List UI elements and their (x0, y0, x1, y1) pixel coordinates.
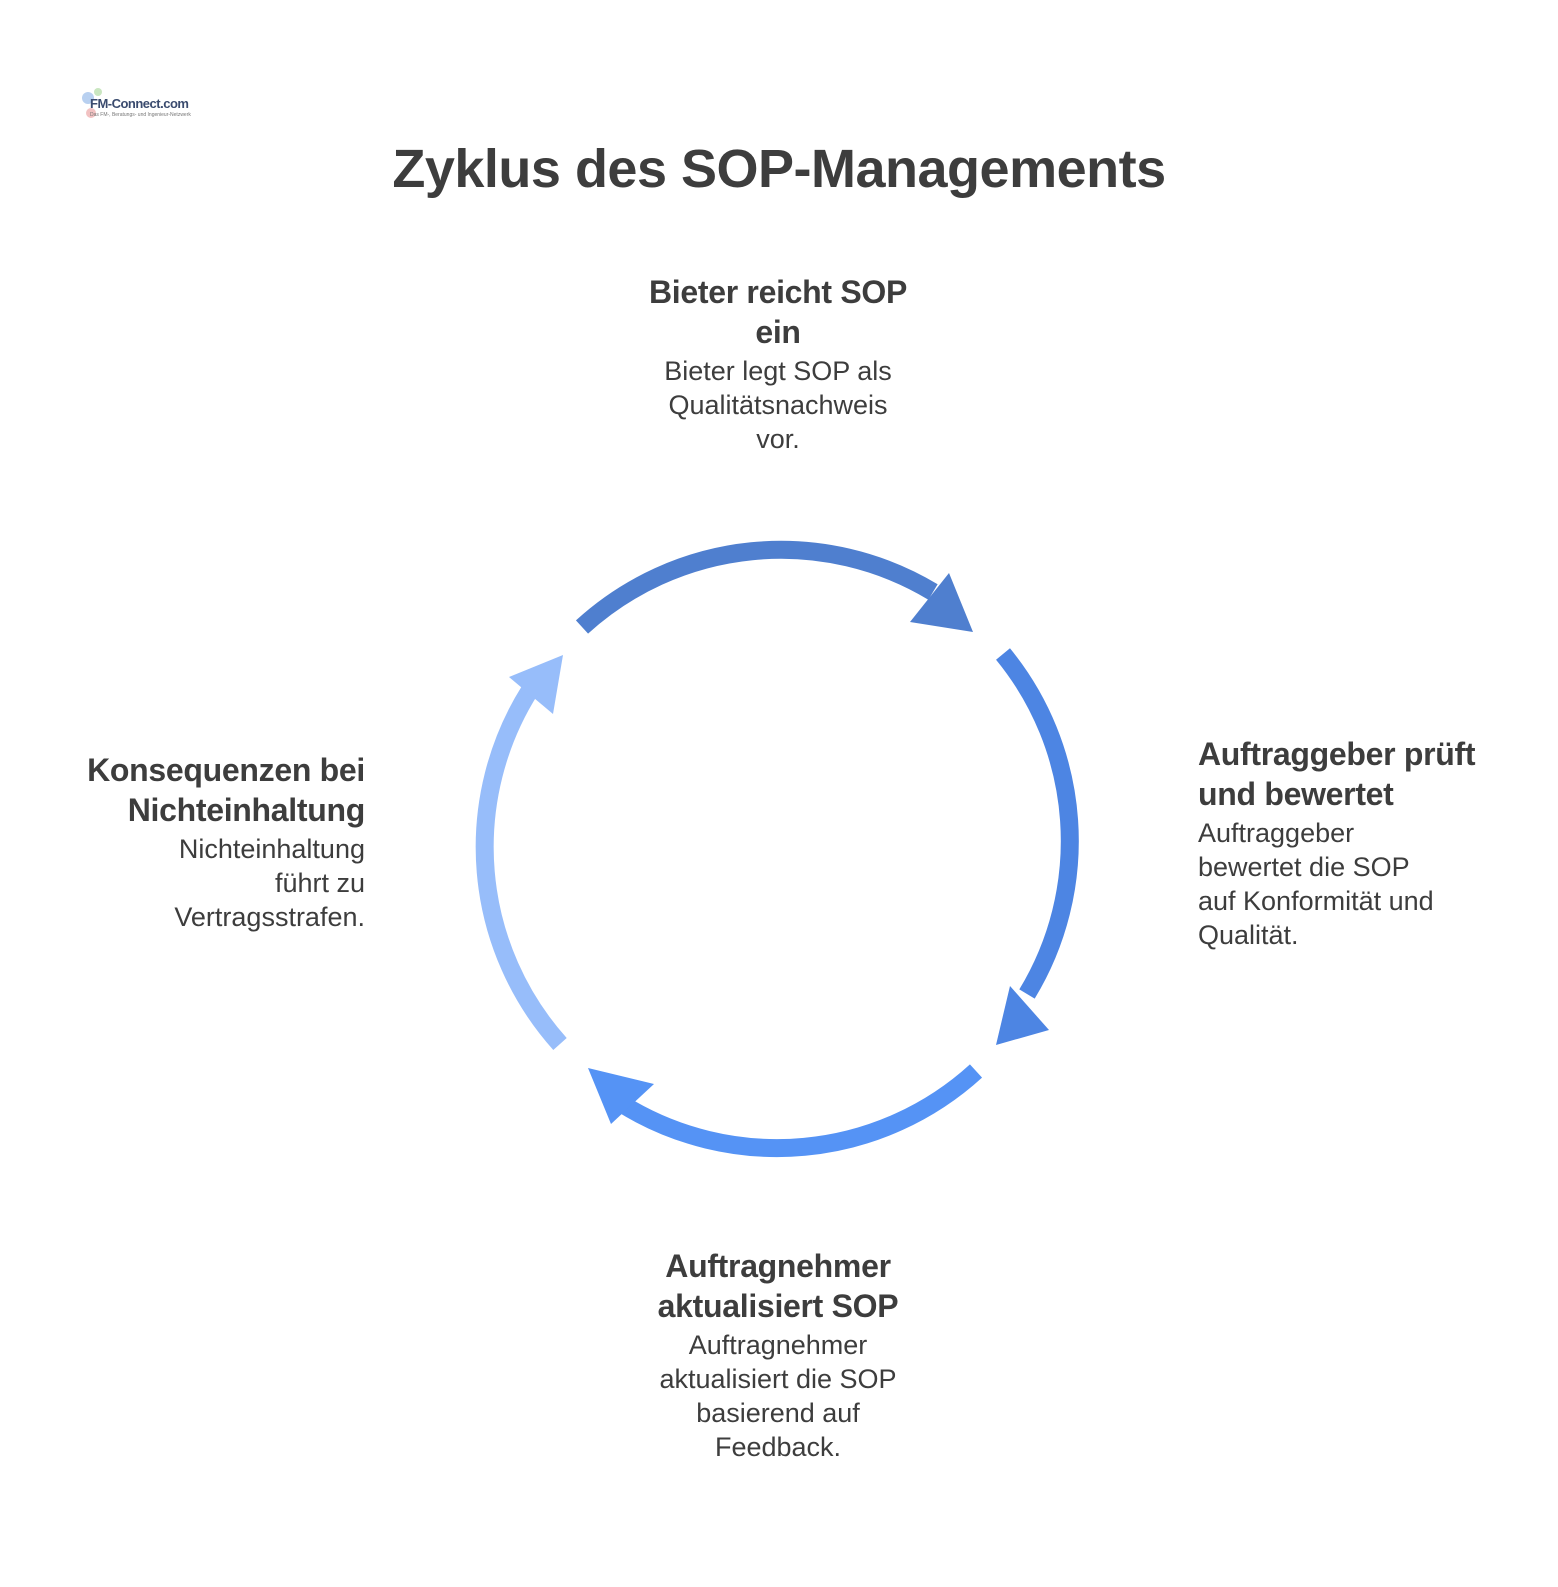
node-consequences: Konsequenzen bei Nichteinhaltung Nichtei… (20, 750, 365, 934)
node-title-line: und bewertet (1198, 776, 1394, 812)
node-title-line: Nichteinhaltung (127, 792, 366, 828)
logo-splash (94, 88, 102, 96)
node-desc-line: Qualität. (1198, 920, 1299, 950)
node-title-line: ein (755, 314, 801, 350)
node-desc-line: Bieter legt SOP als (664, 356, 892, 386)
node-description: Auftragnehmer aktualisiert die SOP basie… (578, 1328, 978, 1464)
node-desc-line: Feedback. (714, 1432, 842, 1462)
logo: FM-Connect.com Das FM-, Beratungs- und I… (80, 86, 191, 126)
node-title-line: Konsequenzen bei (87, 752, 365, 788)
node-title: Konsequenzen bei Nichteinhaltung (20, 750, 365, 830)
node-contractor-update: Auftragnehmer aktualisiert SOP Auftragne… (578, 1246, 978, 1464)
node-description: Bieter legt SOP als Qualitätsnachweis vo… (578, 354, 978, 456)
node-desc-line: bewertet die SOP (1198, 852, 1410, 882)
node-description: Nichteinhaltung führt zu Vertragsstrafen… (20, 832, 365, 934)
node-desc-line: Vertragsstrafen. (174, 902, 365, 932)
arrow-right-arc (996, 648, 1079, 999)
logo-splash (82, 92, 94, 104)
node-desc-line: aktualisiert die SOP (659, 1364, 897, 1394)
logo-splash (86, 108, 96, 118)
node-desc-line: führt zu (274, 868, 365, 898)
arrow-left-head (509, 655, 563, 714)
node-title: Auftraggeber prüft und bewertet (1198, 734, 1548, 814)
cycle-arrow-bottom (588, 1064, 983, 1158)
cycle-arrow-left (475, 655, 567, 1051)
node-title-line: aktualisiert SOP (657, 1288, 899, 1324)
arrow-right-head (996, 986, 1049, 1045)
cycle-arrow-right (996, 648, 1079, 1045)
node-title: Bieter reicht SOP ein (578, 272, 978, 352)
page-title: Zyklus des SOP-Managements (392, 139, 1166, 199)
arrow-bottom-arc (617, 1064, 983, 1158)
logo-text: FM-Connect.com (90, 96, 189, 111)
node-title: Auftragnehmer aktualisiert SOP (578, 1246, 978, 1326)
cycle-arrow-top (575, 540, 973, 634)
node-description: Auftraggeber bewertet die SOP auf Konfor… (1198, 816, 1548, 952)
logo-subtitle: Das FM-, Beratungs- und Ingenieur-Netzwe… (90, 112, 191, 118)
node-bid-submission: Bieter reicht SOP ein Bieter legt SOP al… (578, 272, 978, 456)
arrow-top-arc (575, 540, 938, 634)
node-desc-line: Auftragnehmer (688, 1330, 868, 1360)
arrow-bottom-head (588, 1068, 654, 1124)
arrow-left-arc (475, 685, 567, 1051)
node-desc-line: basierend auf (696, 1398, 860, 1428)
node-client-review: Auftraggeber prüft und bewertet Auftragg… (1198, 734, 1548, 952)
node-desc-line: Auftraggeber (1198, 818, 1355, 848)
node-title-line: Auftragnehmer (665, 1248, 891, 1284)
node-desc-line: Nichteinhaltung (178, 834, 365, 864)
node-title-line: Bieter reicht SOP (648, 274, 908, 310)
node-desc-line: vor. (756, 424, 800, 454)
node-desc-line: Qualitätsnachweis (668, 390, 888, 420)
node-title-line: Auftraggeber prüft (1198, 736, 1476, 772)
node-desc-line: auf Konformität und (1198, 886, 1434, 916)
arrow-top-head (910, 573, 973, 632)
